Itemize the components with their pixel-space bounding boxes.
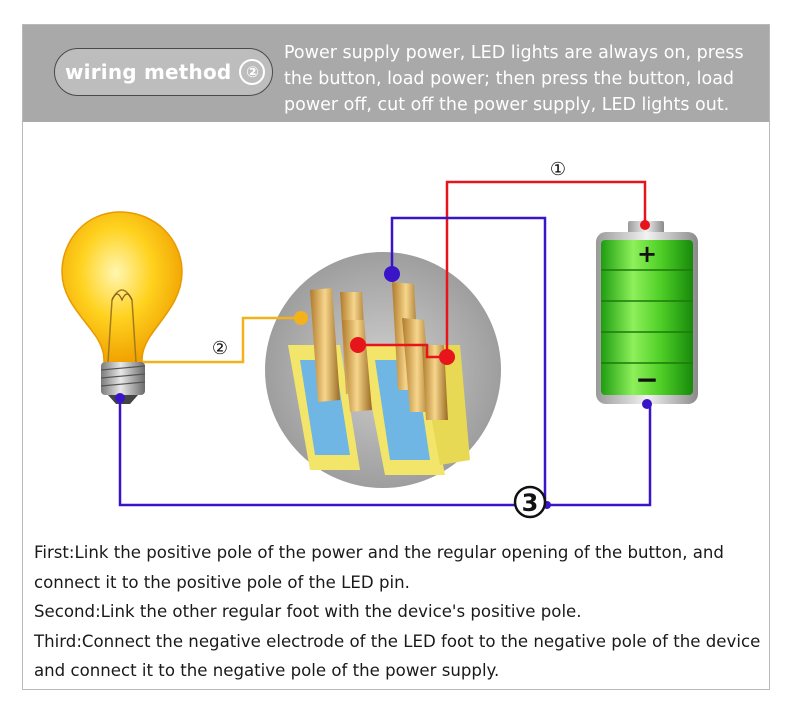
step-second: Second:Link the other regular foot with …: [34, 602, 582, 621]
step-third: Third:Connect the negative electrode of …: [34, 631, 761, 681]
battery-plus-label: +: [637, 240, 657, 268]
wire-label-1: ①: [550, 159, 566, 180]
positive-wire: [350, 180, 650, 365]
instruction-steps: First:Link the positive pole of the powe…: [34, 538, 764, 686]
step-first: First:Link the positive pole of the powe…: [34, 543, 724, 592]
wire-label-3: 3: [513, 485, 547, 519]
light-bulb-icon: [61, 211, 183, 404]
led-wire: [384, 216, 547, 505]
wire-label-2: ②: [212, 338, 228, 359]
wiring-method-pill: wiring method ②: [54, 48, 273, 96]
wiring-method-title: wiring method: [65, 60, 232, 84]
header-band: wiring method ② Power supply power, LED …: [23, 25, 769, 122]
switch-terminals: [265, 252, 501, 488]
battery-minus-label: −: [635, 363, 658, 396]
battery-icon: + −: [596, 221, 698, 404]
method-number-badge: ②: [239, 59, 266, 85]
wire-label-3-text: 3: [522, 489, 539, 517]
load-wire: [143, 311, 308, 364]
method-description: Power supply power, LED lights are alway…: [284, 43, 744, 115]
